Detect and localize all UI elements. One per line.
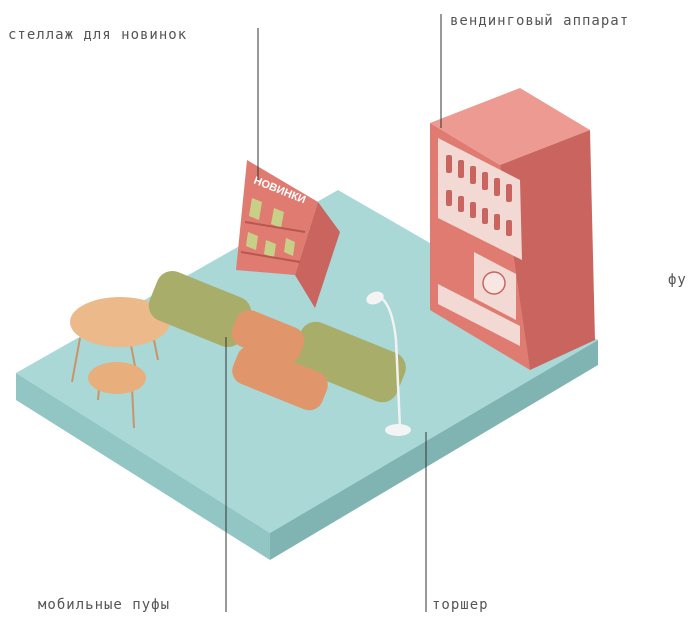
label-cut-off: фу (668, 272, 687, 288)
label-mobile-poufs: мобильные пуфы (38, 597, 170, 613)
vending-dial (483, 272, 505, 294)
table-small (88, 362, 146, 394)
label-new-shelf: стеллаж для новинок (8, 27, 187, 43)
label-vending-machine: вендинговый аппарат (450, 13, 629, 29)
label-floor-lamp: торшер (432, 597, 489, 613)
lamp-base (385, 424, 411, 436)
